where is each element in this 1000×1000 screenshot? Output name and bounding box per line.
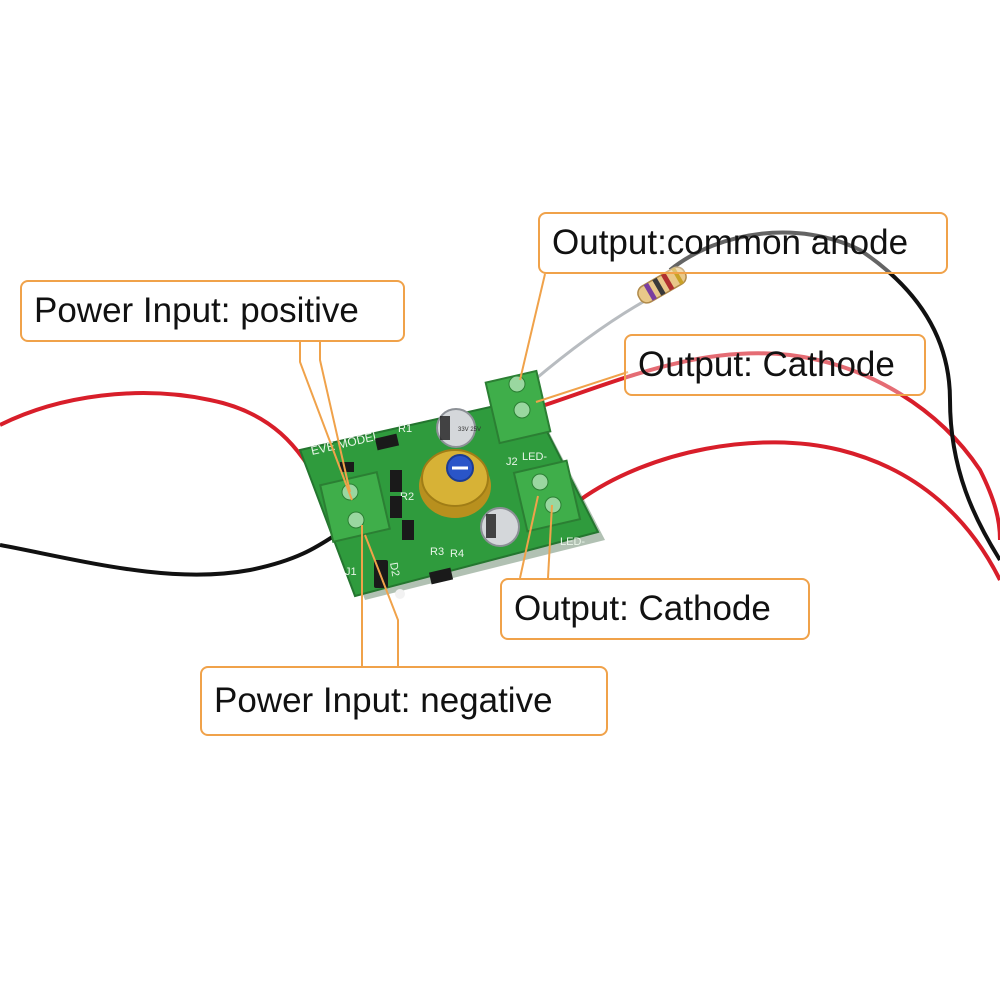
leader-lines bbox=[299, 273, 629, 666]
potentiometer-icon bbox=[419, 449, 491, 518]
mounting-hole bbox=[395, 589, 405, 599]
board-label-r3: R3 bbox=[430, 546, 444, 558]
board-label-r2: R2 bbox=[400, 491, 414, 503]
callout-output-common-anode: Output:common anode bbox=[538, 212, 948, 274]
terminal-block-j1 bbox=[319, 471, 391, 543]
board-label-r4: R4 bbox=[450, 548, 464, 560]
terminal-block-j2 bbox=[484, 369, 552, 445]
board-label-led-top: LED- bbox=[522, 451, 547, 463]
capacitor-rating-label: 33V 25V bbox=[458, 427, 481, 433]
board-label-j2: J2 bbox=[506, 456, 518, 468]
callout-power-input-negative: Power Input: negative bbox=[200, 666, 608, 736]
callout-output-cathode-upper: Output: Cathode bbox=[624, 334, 926, 396]
black-wire-anode bbox=[668, 230, 1000, 562]
board-label-j1: J1 bbox=[345, 566, 357, 578]
callout-power-input-positive: Power Input: positive bbox=[20, 280, 405, 342]
capacitor-icon-lower bbox=[480, 507, 520, 547]
red-wire-cathode-lower bbox=[578, 440, 1000, 581]
capacitor-icon-upper bbox=[436, 408, 476, 448]
terminal-block-j3 bbox=[512, 459, 582, 533]
red-wire-cathode-upper bbox=[544, 351, 1000, 541]
board-label-r1: R1 bbox=[398, 423, 412, 435]
smd-components bbox=[340, 433, 454, 588]
callout-output-cathode-lower: Output: Cathode bbox=[500, 578, 810, 640]
silver-lead-wire bbox=[531, 296, 651, 384]
black-wire-left bbox=[0, 530, 342, 577]
red-wire-left bbox=[0, 391, 327, 496]
board-label-d2: D2 bbox=[387, 561, 401, 577]
board-label-led-bottom: LED- bbox=[560, 536, 585, 548]
